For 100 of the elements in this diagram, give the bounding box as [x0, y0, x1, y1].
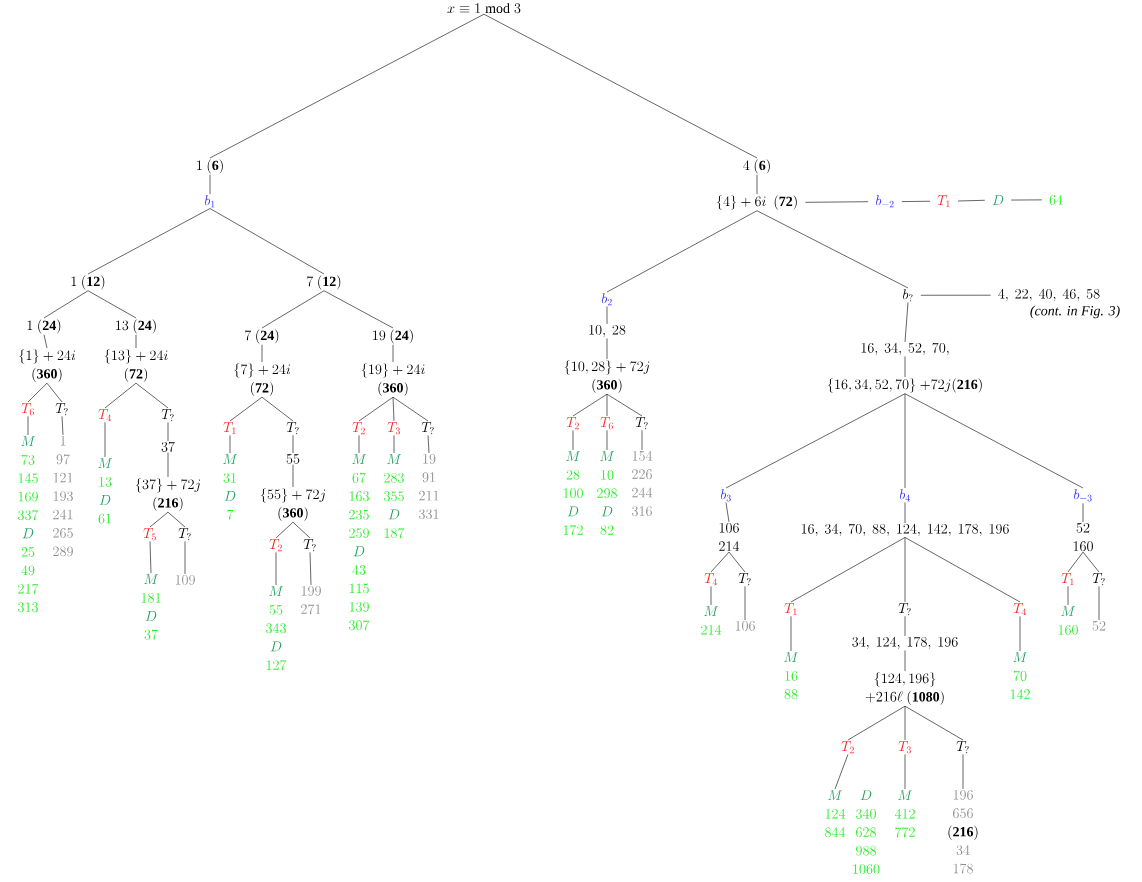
node-label: $T_3$ — [387, 422, 400, 435]
node-label: $T_2$ — [352, 422, 365, 435]
node-label: $T_2$ — [269, 539, 282, 552]
node-label: $T_?$ — [161, 409, 174, 422]
branch-line — [572, 430, 574, 451]
node-label: $\{1\}+24i$ $(\mathbf{360})$ — [19, 349, 76, 382]
node-label: $M$ $16$ $88$ — [784, 652, 799, 700]
branch-line — [606, 338, 608, 360]
node-label: $x \equiv 1 \bmod 3$ — [447, 3, 521, 14]
node-label: $b_4$ — [899, 489, 910, 502]
branch-line — [904, 537, 906, 603]
branch-line — [275, 552, 277, 586]
node-label: $b_{-2}$ — [876, 195, 894, 208]
node-label: $T_?$ — [286, 422, 299, 435]
branch-line — [27, 416, 29, 436]
branch-line — [904, 650, 906, 672]
branch-line — [43, 334, 48, 349]
branch-line — [323, 290, 394, 329]
branch-line — [641, 430, 643, 451]
node-label: $T_6$ — [21, 403, 34, 416]
branch-line — [392, 396, 395, 422]
branch-line — [1082, 503, 1084, 523]
node-label: $\{7\}+24i$ $(\mathbf{72})$ — [234, 363, 291, 396]
branch-line — [87, 290, 137, 319]
node-label: $M$ $10$ $298$ $D$ $82$ — [597, 451, 617, 535]
node-label: $19$ $91$ $211$ $331$ — [419, 453, 439, 520]
branch-line — [1067, 586, 1069, 606]
branch-line — [292, 521, 311, 539]
branch-line — [904, 302, 909, 343]
branch-line — [261, 396, 294, 422]
node-label: $T_2$ — [566, 417, 579, 430]
branch-line — [61, 416, 64, 436]
node-label: $154$ $226$ $244$ $316$ — [632, 450, 653, 517]
node-label: $T_?$ — [898, 603, 911, 616]
branch-line — [606, 393, 608, 417]
node-label: $52$ $160$ — [1073, 522, 1093, 552]
note: (cont. in Fig. 3) — [1030, 305, 1120, 319]
node-label: $199$ $271$ — [301, 585, 321, 615]
node-label: $\{4\}+6i\ \ (\mathbf{72})$ — [716, 195, 797, 210]
branch-line — [427, 435, 430, 454]
node-label: $106$ — [735, 620, 755, 631]
node-label: $19\ (\mathbf{24})$ — [373, 329, 413, 344]
branch-line — [167, 422, 169, 442]
node-label: $\{37\}+72j$ $(\mathbf{216})$ — [135, 478, 201, 511]
node-label: $D$ — [992, 195, 1004, 205]
node-label: $M$ $181$ $D$ $37$ — [141, 574, 161, 640]
branch-line — [209, 174, 211, 195]
node-label: $D$ $340$ $628$ $988$ $1060$ — [853, 790, 880, 874]
node-label: $T_?$ — [1092, 573, 1105, 586]
node-label: $M$ $412$ $772$ — [894, 790, 915, 838]
node-label: $M$ $73$ $145$ $169$ $337$ $D$ $25$ $49$ $217$ $313$ — [18, 436, 39, 613]
branch-line — [904, 705, 964, 741]
branch-line — [1082, 551, 1100, 573]
node-label: $M$ $283$ $355$ $D$ $187$ — [384, 454, 405, 538]
node-label: $106$ $214$ — [719, 522, 740, 551]
branch-line — [184, 541, 186, 575]
branch-line — [962, 754, 964, 790]
node-label: $T_2$ — [841, 741, 854, 754]
branch-line — [847, 705, 906, 741]
branch-line — [135, 334, 137, 349]
node-label: $b_{-3}$ — [1074, 489, 1092, 502]
node-label: $T_?$ — [178, 528, 191, 541]
node-label: $T_5$ — [143, 528, 156, 541]
branch-line — [1067, 551, 1084, 573]
node-label: $b_1$ — [204, 195, 215, 208]
node-label: $M$ $55$ $343$ $D$ $127$ — [266, 586, 287, 670]
branch-line — [572, 393, 608, 417]
branch-line — [901, 200, 931, 202]
branch-line — [904, 616, 906, 637]
node-label: $\{16,34,52,70\}\ {+}72j(\mathbf{216})$ — [827, 378, 982, 393]
branch-line — [1010, 199, 1043, 201]
node-label: $13\ (\mathbf{24})$ — [116, 319, 156, 334]
node-label: $M$ $160$ — [1058, 606, 1078, 635]
node-label: $T_1$ — [223, 422, 236, 435]
branch-line — [275, 521, 294, 539]
node-label: $M$ $28$ $100$ $D$ $172$ — [563, 451, 583, 535]
node-label: $4\ (\mathbf{6})$ — [743, 159, 770, 174]
branch-line — [43, 290, 89, 319]
branch-line — [104, 422, 106, 458]
branch-line — [167, 452, 169, 478]
branch-line — [483, 13, 758, 159]
branch-line — [358, 435, 360, 454]
branch-line — [46, 382, 63, 403]
branch-line — [904, 393, 906, 489]
branch-line — [606, 210, 758, 293]
node-label: $T_1$ — [1061, 573, 1074, 586]
branch-line — [728, 551, 746, 573]
branch-line — [790, 616, 792, 652]
branch-line — [606, 306, 608, 325]
branch-line — [725, 393, 906, 489]
node-label: $4,\ 22,\ 40,\ 46,\ 58$ — [998, 288, 1100, 302]
node-label: $109$ — [175, 574, 195, 585]
node-label: $16,\ 34,\ 52,\ 70,$ — [861, 342, 949, 356]
node-label: $1\ (\mathbf{12})$ — [71, 275, 105, 290]
node-label: $\{124,196\}$ $+216\ell\ (\mathbf{1080})$ — [865, 672, 944, 705]
branch-line — [834, 754, 849, 790]
branch-line — [87, 208, 211, 275]
node-label: $7\ (\mathbf{12})$ — [307, 275, 341, 290]
branch-line — [104, 382, 137, 409]
node-label: $T_1$ — [784, 603, 797, 616]
